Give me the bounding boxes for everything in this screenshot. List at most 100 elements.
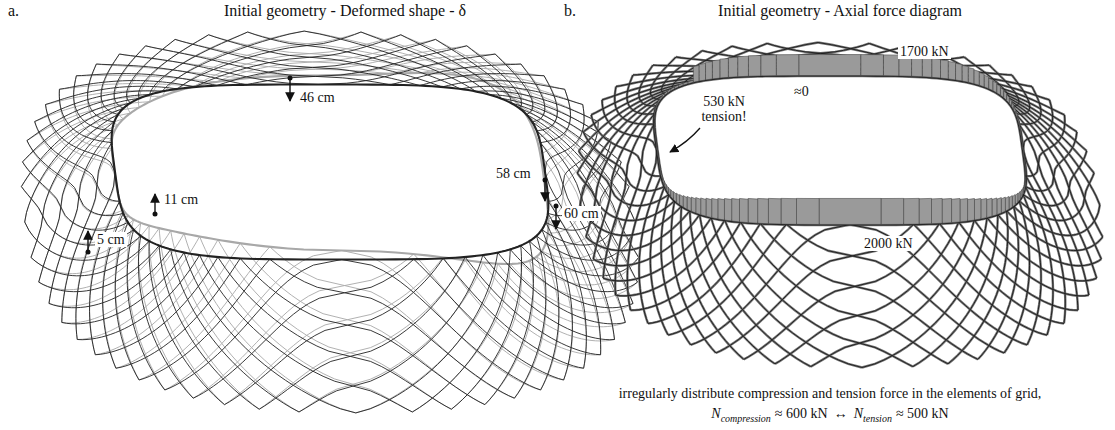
axial-force-band xyxy=(732,199,740,222)
grid-member xyxy=(593,106,657,259)
grid-member xyxy=(989,65,1019,106)
grid-member xyxy=(536,222,635,272)
grid-member xyxy=(209,35,442,87)
grid-member xyxy=(579,86,683,151)
axial-force-band xyxy=(668,89,671,93)
annotation-label: 1700 kN xyxy=(898,44,951,59)
grid-member xyxy=(119,54,318,84)
grid-member xyxy=(248,32,461,89)
axial-force-band xyxy=(974,198,980,220)
axial-force-band xyxy=(968,68,974,84)
grid-member xyxy=(414,259,564,380)
displacement-arrow xyxy=(544,180,545,201)
grid-member xyxy=(980,86,1086,151)
axial-force-band xyxy=(738,56,749,77)
axial-force-band xyxy=(701,198,706,216)
formula-text: ≈ 600 kN xyxy=(775,406,828,423)
axial-force-band xyxy=(1009,98,1011,107)
axial-force-band xyxy=(706,61,713,79)
axial-force-band xyxy=(739,198,748,222)
grid-member xyxy=(537,76,558,131)
axial-force-band xyxy=(718,198,725,220)
axial-force-band xyxy=(932,198,943,223)
grid-member xyxy=(661,194,691,345)
axial-force-band xyxy=(680,194,684,207)
displacement-arrows xyxy=(86,76,701,255)
grid-member xyxy=(95,257,218,355)
axial-force-band xyxy=(981,198,987,219)
formula-text: tension xyxy=(863,413,892,425)
axial-force-band xyxy=(1018,191,1020,202)
axial-force-band xyxy=(728,57,737,77)
grid-member xyxy=(127,230,165,390)
grid-member xyxy=(681,206,744,359)
grid-member xyxy=(1026,176,1065,324)
axial-force-band xyxy=(799,55,861,76)
grid-member xyxy=(184,253,356,413)
grid-member xyxy=(270,259,515,398)
axial-force-band xyxy=(691,197,696,213)
formula-row: Ncompression≈ 600 kN↔Ntension≈ 500 kN xyxy=(709,406,950,423)
compression-ring xyxy=(112,73,549,264)
grid-member xyxy=(22,162,127,230)
axial-force-band xyxy=(776,55,799,76)
grid-member xyxy=(465,257,601,355)
grid-member xyxy=(25,108,124,222)
grid-member xyxy=(671,201,716,353)
grid-member xyxy=(661,194,691,345)
axial-force-band xyxy=(683,196,687,210)
grid-member xyxy=(767,43,955,80)
axial-force-band xyxy=(1020,129,1023,150)
axial-force-band xyxy=(919,198,931,224)
grid-member xyxy=(116,258,240,368)
axial-force-band xyxy=(941,60,949,79)
leader-arrow xyxy=(670,128,700,152)
axial-force-band xyxy=(960,199,968,222)
axial-force-band xyxy=(660,96,662,101)
axial-force-band xyxy=(761,55,776,76)
grid-member xyxy=(90,201,120,354)
grid-member xyxy=(593,106,657,259)
grid-member xyxy=(1025,132,1077,191)
formula-text: N xyxy=(711,406,720,423)
grid-member xyxy=(483,255,615,340)
grid-member xyxy=(1019,173,1094,220)
compression-ring xyxy=(112,84,549,259)
annotation-label: 11 cm xyxy=(162,192,200,207)
grid-member xyxy=(987,218,1097,281)
axial-force-band xyxy=(665,91,668,95)
grid-member xyxy=(541,230,559,390)
grid-member xyxy=(959,222,1078,310)
panel-heading: b. xyxy=(562,2,578,20)
grid-member xyxy=(356,253,498,413)
axial-force-band xyxy=(1012,194,1015,207)
annotation-label: 5 cm xyxy=(95,232,127,247)
annotation-label: irregularly distribute compression and t… xyxy=(617,386,1044,401)
axial-force-band xyxy=(657,147,660,168)
grid-member xyxy=(869,43,980,85)
grid-member xyxy=(465,260,601,355)
axial-force-band xyxy=(1009,196,1012,210)
grid-member xyxy=(955,80,1064,115)
axial-force-band xyxy=(1023,147,1025,168)
compression-ring xyxy=(654,76,1026,225)
axial-force-band xyxy=(687,196,691,211)
axial-force-band xyxy=(993,81,997,93)
grid-member xyxy=(741,222,948,364)
axial-force-band xyxy=(922,57,932,77)
grid-member xyxy=(586,211,690,251)
axial-force-band xyxy=(720,58,728,78)
grid-member xyxy=(356,264,498,413)
grid-member xyxy=(711,218,862,368)
axial-force-band xyxy=(1007,94,1010,103)
grid-member xyxy=(548,219,600,355)
grid-member xyxy=(514,257,545,398)
gridshell-axial-force xyxy=(577,42,1102,367)
axial-force-band xyxy=(962,65,968,82)
grid-member xyxy=(690,211,775,364)
axial-force-band xyxy=(1015,193,1018,205)
grid-member xyxy=(668,224,786,335)
grid-member xyxy=(62,253,184,324)
grid-member xyxy=(811,220,974,367)
